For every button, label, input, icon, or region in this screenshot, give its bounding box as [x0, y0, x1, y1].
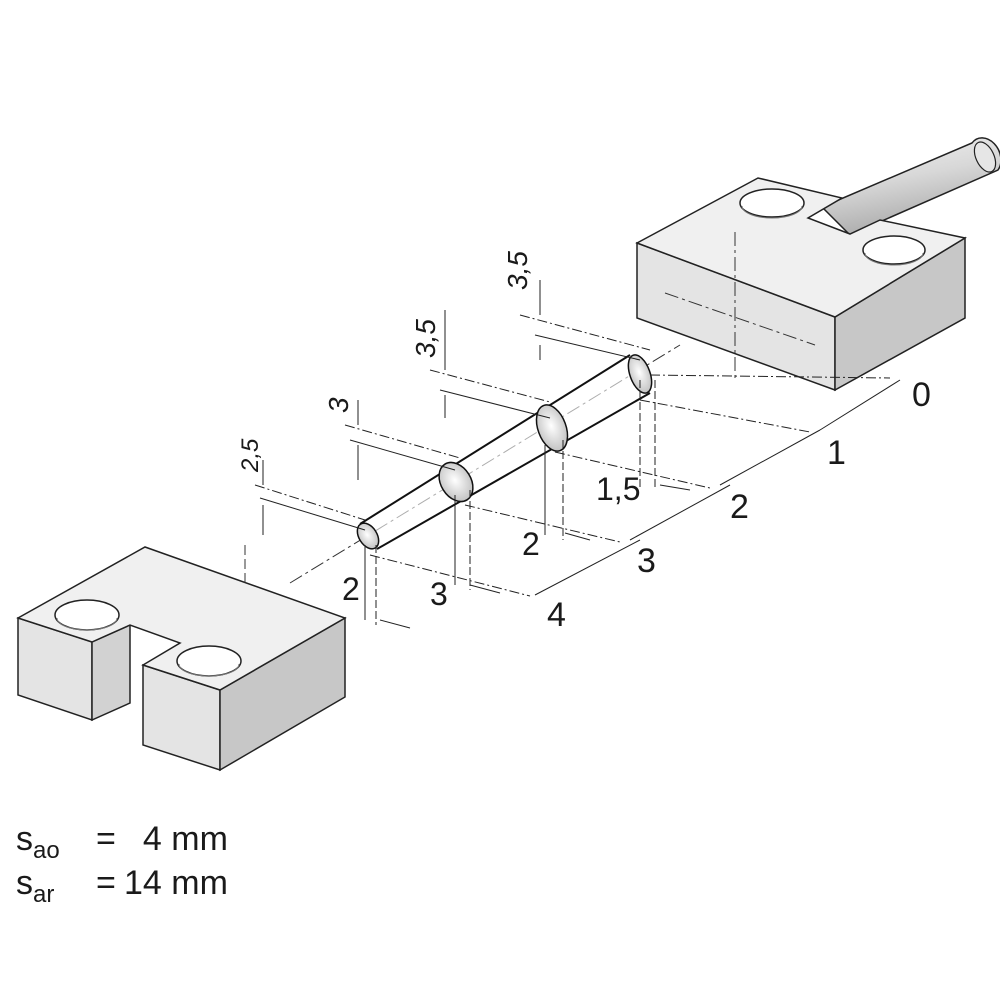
height-label: 3,5 [410, 319, 441, 358]
actuator-block-left [16, 545, 347, 772]
legend-symbol: sar [16, 864, 55, 908]
ring-number-1: 1 [827, 434, 846, 472]
legend-value: 4 mm [124, 820, 228, 858]
legend-equals: = [96, 864, 116, 902]
ring-number-labels: 0 1 2 3 4 [547, 376, 931, 634]
width-label: 3 [430, 576, 448, 612]
legend-value: 14 mm [124, 864, 228, 902]
zone-height-labels: 3,5 3,5 3 2,5 [237, 251, 533, 473]
height-label: 3,5 [502, 251, 533, 290]
height-label: 2,5 [237, 438, 264, 473]
sensor-cable [820, 137, 1000, 236]
legend-sao: sao = 4 mm [16, 822, 228, 863]
width-label: 2 [342, 571, 360, 607]
mounting-hole [862, 235, 926, 265]
height-label: 3 [323, 397, 354, 413]
ring-number-2: 2 [730, 488, 749, 526]
ring-number-4: 4 [547, 596, 566, 634]
switching-zone [289, 344, 681, 584]
legend-equals: = [96, 820, 116, 858]
dimension-lines [254, 280, 901, 629]
legend-sar: sar =14 mm [16, 866, 228, 907]
legend-symbol: sao [16, 820, 60, 864]
ring-number-0: 0 [912, 376, 931, 414]
ring-number-3: 3 [637, 542, 656, 580]
mounting-hole [739, 188, 805, 218]
width-label: 2 [522, 526, 540, 562]
width-label: 1,5 [596, 471, 640, 507]
sensor-block-right [635, 137, 1000, 392]
zone-width-labels: 1,5 2 3 2 [342, 471, 640, 612]
